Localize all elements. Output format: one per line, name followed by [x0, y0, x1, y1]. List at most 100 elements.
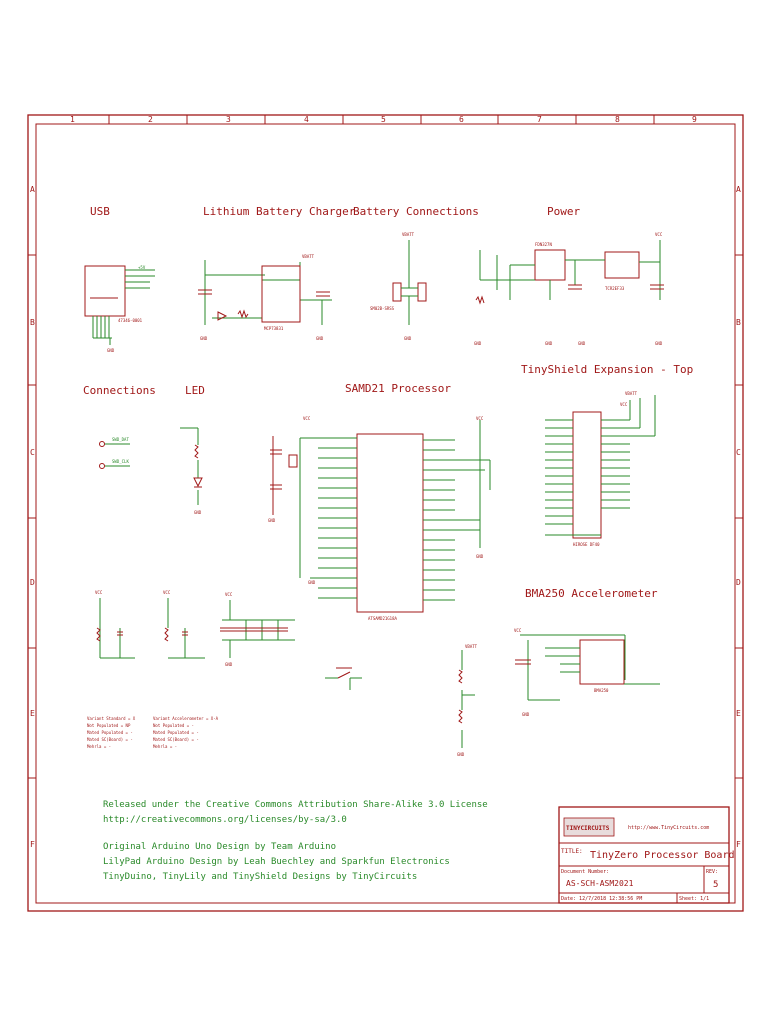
- inner-frame: [35, 123, 736, 904]
- column-label: 6: [459, 115, 464, 124]
- column-ruler: 1 2 3 4 5 6 7 8 9: [70, 115, 697, 124]
- accelerometer-block: VCC BMA250 GND: [514, 628, 660, 717]
- power-part-1: FDN327N: [535, 242, 552, 247]
- section-title-expansion: TinyShield Expansion - Top: [521, 363, 693, 376]
- led-block: GND: [180, 427, 203, 515]
- expansion-part: HIROSE DF40: [573, 542, 600, 547]
- column-label: 8: [615, 115, 620, 124]
- connection-label: SWD_CLK: [112, 459, 129, 464]
- row-label: D: [736, 578, 741, 587]
- column-label: 1: [70, 115, 75, 124]
- title-block: TINYCIRCUITS http://www.TinyCircuits.com…: [558, 806, 735, 904]
- vcc-label: VCC: [303, 416, 311, 421]
- row-label: F: [30, 840, 35, 849]
- doc-number: AS-SCH-ASM2021: [566, 879, 634, 888]
- variant-line: Mated SC(Board) = -: [87, 737, 133, 742]
- vcc-label: VCC: [476, 416, 484, 421]
- vbatt-label: VBATT: [402, 232, 415, 237]
- variant-line: Mated SC(Board) = -: [153, 737, 199, 742]
- usb-block: +5V 47346-0001 GND: [84, 265, 155, 353]
- variant-table-right: Variant Accelerometer = X-A Not Populate…: [153, 716, 219, 749]
- battery-block: VBATT SM02B-SRSS GND: [370, 232, 427, 341]
- vbatt-label: VBATT: [465, 644, 478, 649]
- section-title-battery: Battery Connections: [353, 205, 479, 218]
- section-title-connections: Connections: [83, 384, 156, 397]
- doc-label: Document Number:: [561, 869, 609, 875]
- section-title-accelerometer: BMA250 Accelerometer: [525, 587, 658, 600]
- rev-label: REV:: [706, 869, 718, 875]
- charger-part: MCP73831: [264, 326, 284, 331]
- section-title-power: Power: [547, 205, 580, 218]
- gnd-label: GND: [200, 336, 208, 341]
- section-title-processor: SAMD21 Processor: [345, 382, 451, 395]
- vcc-label: VCC: [163, 590, 171, 595]
- license-line: Released under the Creative Commons Attr…: [103, 800, 488, 810]
- gnd-label: GND: [578, 341, 586, 346]
- row-label: C: [736, 448, 741, 457]
- board-title: TinyZero Processor Board: [590, 850, 735, 861]
- vcc-label: VCC: [95, 590, 103, 595]
- sheet-field: Sheet: 1/1: [679, 896, 709, 902]
- title-url: http://www.TinyCircuits.com: [628, 825, 709, 831]
- row-ruler: A B C D E F A B C D E F: [28, 185, 743, 849]
- gnd-label: GND: [476, 554, 484, 559]
- vcc-label: VCC: [620, 402, 628, 407]
- title-label: TITLE:: [561, 848, 583, 855]
- row-label: E: [736, 709, 741, 718]
- power-part-2: TCR2EF33: [605, 286, 625, 291]
- gnd-label: GND: [522, 712, 530, 717]
- column-label: 5: [381, 115, 386, 124]
- gnd-label: GND: [545, 341, 553, 346]
- power-block: VCC FDN327N TCR2EF33 GND GND GND GND: [474, 232, 664, 346]
- license-url: http://creativecommons.org/licenses/by-s…: [103, 815, 347, 825]
- pullup-block: VCC VCC VCC GND: [95, 590, 295, 667]
- gnd-label: GND: [655, 341, 663, 346]
- row-label: D: [30, 578, 35, 587]
- gnd-label: GND: [268, 518, 276, 523]
- vbatt-label: VBATT: [625, 391, 638, 396]
- date-field: Date: 12/7/2018 12:38:56 PM: [561, 896, 642, 902]
- section-title-led: LED: [185, 384, 205, 397]
- usb-part: 47346-0001: [118, 318, 143, 323]
- variant-line: Not Populated = -: [153, 723, 194, 728]
- variant-line: Variant Standard = X: [87, 716, 136, 721]
- gnd-label: GND: [107, 348, 115, 353]
- row-label: A: [30, 185, 35, 194]
- vcc-label: VCC: [514, 628, 522, 633]
- column-label: 2: [148, 115, 153, 124]
- divider-block: VBATT GND: [457, 644, 478, 757]
- battery-part: SM02B-SRSS: [370, 306, 395, 311]
- credit-line: TinyDuino, TinyLily and TinyShield Desig…: [103, 872, 417, 882]
- variant-line: Mated Populated = -: [153, 730, 199, 735]
- reset-switch: [325, 667, 362, 690]
- gnd-label: GND: [474, 341, 482, 346]
- row-label: E: [30, 709, 35, 718]
- gnd-label: GND: [194, 510, 202, 515]
- column-label: 4: [304, 115, 309, 124]
- credit-line: LilyPad Arduino Design by Leah Buechley …: [103, 857, 450, 867]
- column-label: 7: [537, 115, 542, 124]
- row-label: B: [30, 318, 35, 327]
- column-label: 3: [226, 115, 231, 124]
- variant-line: Not Populated = NP: [87, 723, 131, 728]
- gnd-label: GND: [316, 336, 324, 341]
- accel-part: BMA250: [594, 688, 609, 693]
- row-label: C: [30, 448, 35, 457]
- logo-mark: [563, 817, 615, 837]
- vbatt-label: VBATT: [302, 254, 315, 259]
- connections-block: SWD_DAT SWD_CLK: [99, 437, 130, 469]
- gnd-label: GND: [225, 662, 233, 667]
- row-label: A: [736, 185, 741, 194]
- variant-line: Mated Populated = -: [87, 730, 133, 735]
- variant-table-left: Variant Standard = X Not Populated = NP …: [87, 716, 136, 749]
- credit-line: Original Arduino Uno Design by Team Ardu…: [103, 842, 336, 852]
- vcc-label: VCC: [655, 232, 663, 237]
- rev-number: 5: [713, 880, 718, 890]
- column-label: 9: [692, 115, 697, 124]
- variant-line: Mehrla = -: [153, 744, 177, 749]
- processor-block: VCC VCC ATSAMD21G18A GND GND GND: [268, 416, 491, 621]
- section-title-charger: Lithium Battery Charger: [203, 205, 356, 218]
- mcu-part: ATSAMD21G18A: [368, 616, 397, 621]
- row-label: F: [736, 840, 741, 849]
